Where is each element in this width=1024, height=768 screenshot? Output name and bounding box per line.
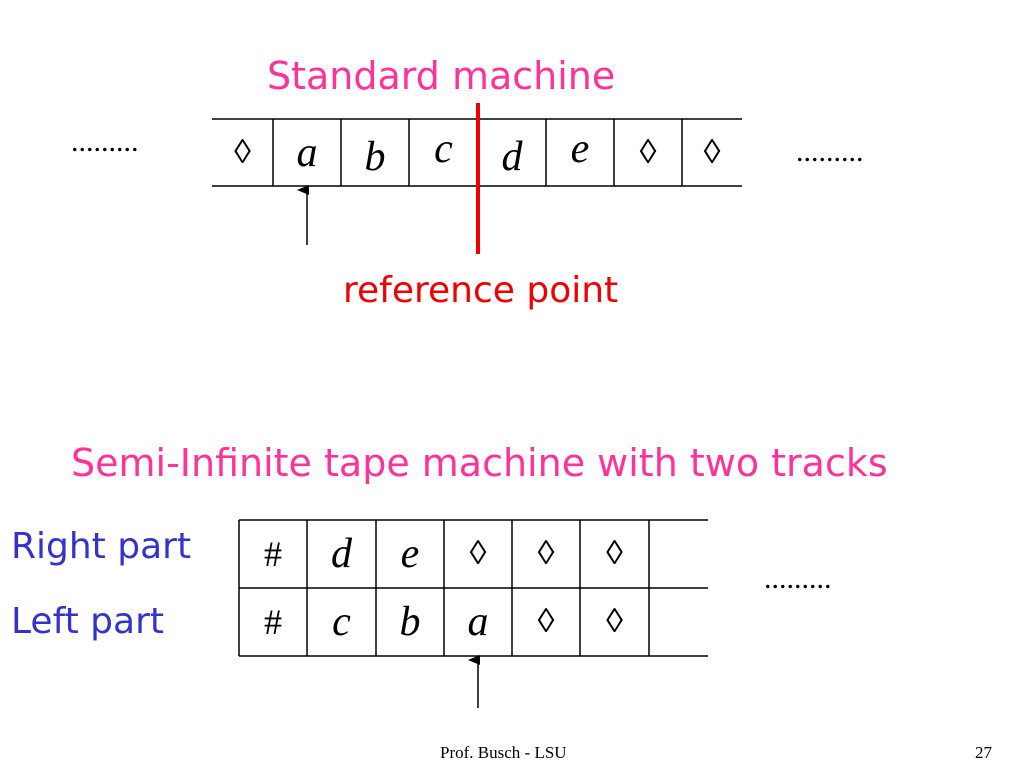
standard-tape-cell: e [570, 125, 590, 172]
standard-tape-cell: a [296, 129, 318, 176]
left-track-cell: b [399, 599, 421, 645]
footer-page-number: 27 [975, 743, 992, 762]
reference-point-label: reference point [343, 270, 619, 311]
right-track-cell: e [400, 531, 420, 577]
left-track-cell: c [332, 599, 351, 645]
semi-infinite-title: Semi-Infinite tape machine with two trac… [71, 441, 888, 485]
left-track-cell: # [264, 602, 282, 642]
standard-right-ellipsis: ......... [796, 135, 864, 168]
left-track-cell: ◊ [606, 603, 623, 640]
right-track-cell: # [264, 534, 282, 574]
right-track-cell [649, 520, 708, 588]
left-track-cell [649, 588, 708, 656]
left-part-label: Left part [11, 601, 164, 642]
standard-tape-cell: ◊ [703, 133, 721, 171]
standard-machine-title: Standard machine [267, 54, 616, 98]
two-track-right-ellipsis: ......... [764, 562, 832, 595]
standard-tape-cell: d [501, 133, 523, 180]
standard-tape-cell: ◊ [234, 133, 251, 171]
right-track-cell: ◊ [537, 535, 555, 572]
standard-left-ellipsis: ......... [71, 125, 139, 158]
standard-tape-cell: ◊ [639, 133, 657, 171]
left-track-cell: ◊ [537, 603, 555, 640]
right-track-cell: ◊ [469, 535, 487, 572]
standard-tape-cell: c [434, 125, 453, 172]
standard-tape-cell: b [364, 133, 386, 180]
footer-author: Prof. Busch - LSU [440, 743, 567, 762]
left-track-cell: a [467, 599, 489, 645]
right-part-label: Right part [11, 526, 192, 567]
right-track-cell: d [331, 531, 352, 577]
right-track-cell: ◊ [606, 535, 623, 572]
